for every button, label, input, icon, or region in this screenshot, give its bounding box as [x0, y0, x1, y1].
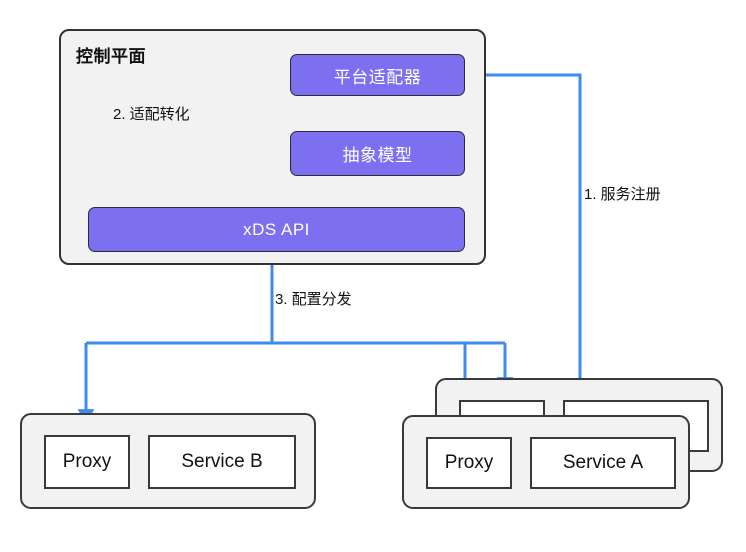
edge-label-config-distribute: 3. 配置分发 [275, 291, 352, 308]
service-a-pod[interactable]: Proxy Service A [402, 415, 690, 509]
service-b-box[interactable]: Service B [148, 435, 296, 489]
edge-label-service-register: 1. 服务注册 [584, 186, 661, 203]
service-a-box[interactable]: Service A [530, 437, 676, 489]
service-b-pod[interactable]: Proxy Service B [20, 413, 316, 509]
abstract-model-node[interactable]: 抽象模型 [290, 131, 465, 176]
proxy-b-box[interactable]: Proxy [44, 435, 130, 489]
platform-adapter-node[interactable]: 平台适配器 [290, 54, 465, 96]
control-plane-title: 控制平面 [76, 47, 146, 66]
edge-label-adapt-transform: 2. 适配转化 [113, 106, 190, 123]
proxy-a-box[interactable]: Proxy [426, 437, 512, 489]
xds-api-node[interactable]: xDS API [88, 207, 465, 252]
